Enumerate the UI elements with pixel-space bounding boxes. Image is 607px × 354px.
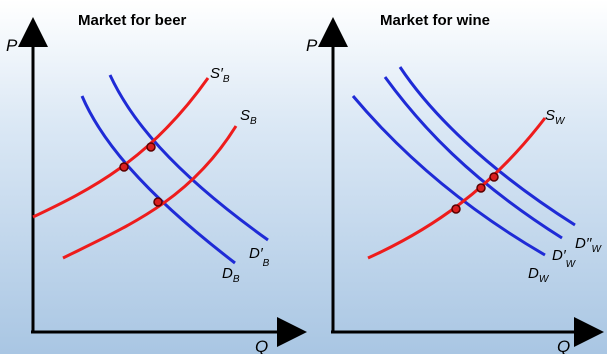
wine-demand-double-shifted-curve: [398, 66, 576, 227]
wine-equilibrium-point: [451, 204, 461, 214]
wine-equilibrium-point: [476, 183, 486, 193]
beer-equilibrium-point: [119, 162, 129, 172]
beer-demand-label: DB: [222, 265, 240, 285]
beer-quantity-axis-label: Q: [255, 337, 268, 354]
beer-price-axis-label: P: [6, 36, 18, 55]
wine-quantity-axis-label: Q: [557, 337, 570, 354]
wine-equilibrium-point: [489, 172, 499, 182]
wine-title: Market for wine: [380, 12, 490, 29]
beer-demand-shifted-label: D′B: [249, 245, 270, 269]
wine-demand-label: DW: [528, 265, 550, 285]
wine-demand-shifted-curve: [383, 76, 563, 240]
beer-demand-shifted-curve: [108, 74, 269, 242]
wine-panel: Market for wine P Q SW D′′W D′W DW: [306, 12, 604, 354]
wine-demand-curve: [351, 95, 546, 257]
wine-demand-shifted-label: D′W: [552, 247, 577, 270]
beer-supply-shifted-label: S′B: [210, 65, 230, 85]
beer-supply-curve: [62, 125, 238, 260]
beer-supply-shifted-curve: [32, 77, 210, 219]
wine-price-axis-label: P: [306, 36, 318, 55]
beer-panel: Market for beer P Q S′B SB D′B DB: [6, 12, 307, 354]
wine-supply-curve: [367, 117, 547, 260]
beer-title: Market for beer: [78, 12, 187, 29]
wine-supply-label: SW: [545, 107, 566, 127]
beer-demand-curve: [80, 95, 236, 265]
beer-equilibrium-point: [153, 197, 163, 207]
beer-equilibrium-point: [146, 142, 156, 152]
beer-supply-label: SB: [240, 107, 257, 127]
wine-demand-double-shifted-label: D′′W: [575, 235, 602, 255]
